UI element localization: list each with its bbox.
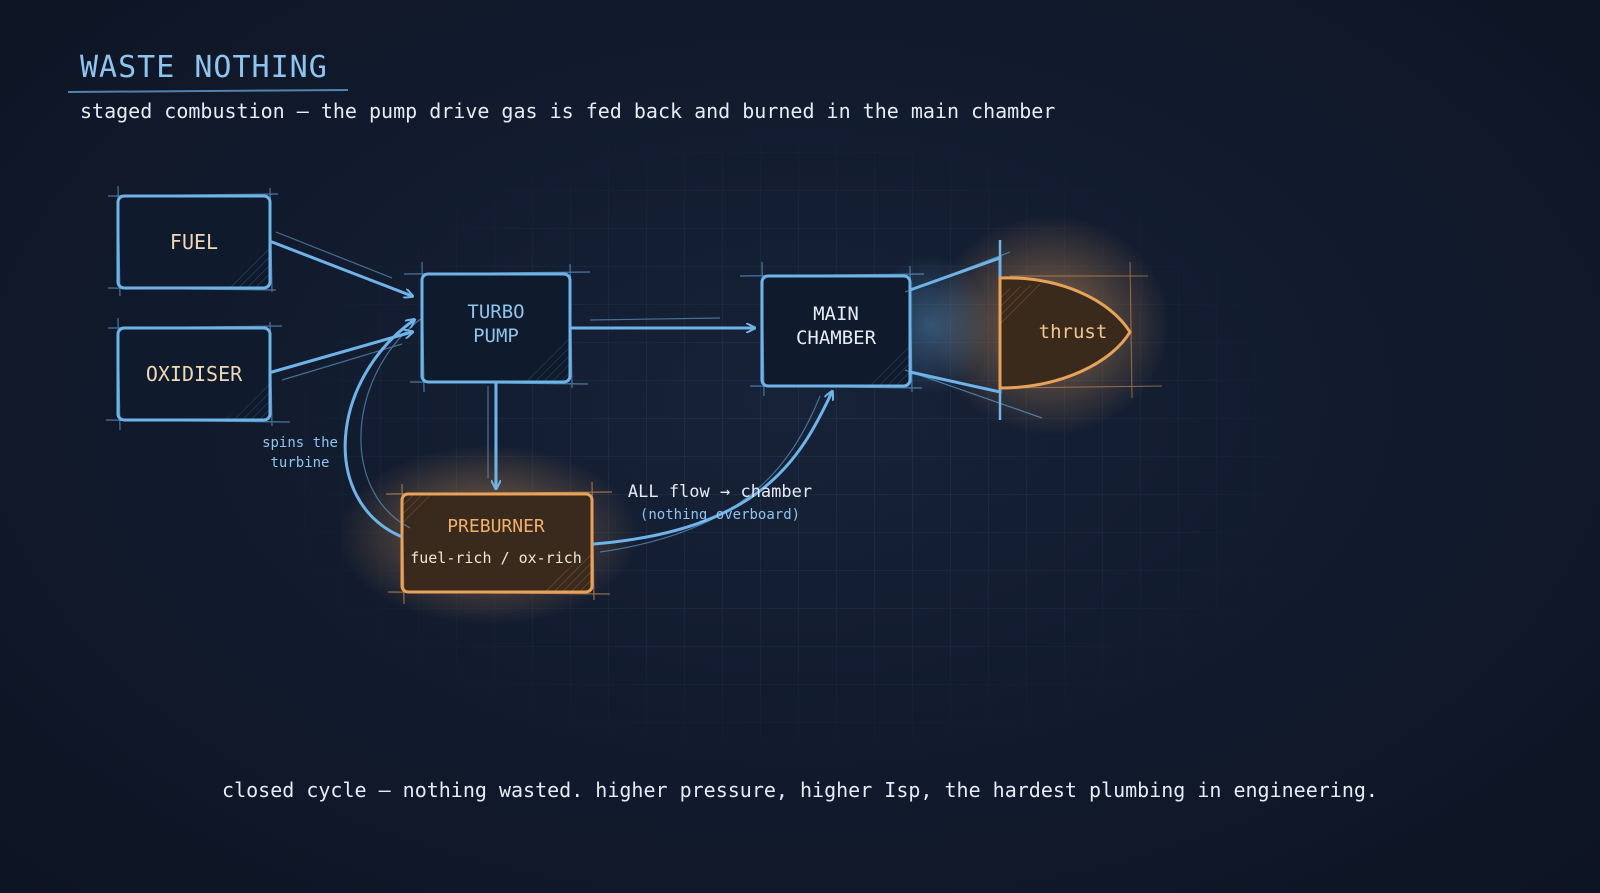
spins-turbine-note-line2: turbine [270,455,329,471]
turbopump-label-line2: PUMP [473,325,519,347]
preburner-sublabel: fuel-rich / ox-rich [410,549,582,567]
flow-note: ALL flow → chamber [628,482,812,502]
footer-caption: closed cycle — nothing wasted. higher pr… [222,778,1378,802]
fuel-node: FUEL [107,185,279,297]
page-title: WASTE NOTHING [80,50,328,85]
oxidiser-label: OXIDISER [146,362,243,386]
turbopump-node: TURBO PUMP [403,261,591,393]
main-chamber-node: MAIN CHAMBER [739,261,925,397]
fuel-label: FUEL [170,230,218,254]
arrow-fuel-to-pump [270,240,412,296]
flow-subnote: (nothing overboard) [640,507,800,523]
arrow-oxidiser-to-pump [270,332,412,374]
arrow-preburner-to-chamber [592,392,832,546]
blueprint-grid [300,140,1280,740]
chamber-label-line1: MAIN [813,303,859,325]
arrow-preburner-spins-turbine [343,320,414,538]
chamber-label-line2: CHAMBER [796,327,877,349]
preburner-node: PREBURNER fuel-rich / ox-rich [385,481,613,605]
turbopump-label-line1: TURBO [467,301,524,323]
thrust-plume: thrust [998,261,1163,399]
spins-turbine-note-line1: spins the [262,435,338,451]
page-subtitle: staged combustion — the pump drive gas i… [80,99,1056,123]
oxidiser-node: OXIDISER [105,317,291,431]
preburner-label: PREBURNER [447,516,545,537]
thrust-label: thrust [1039,321,1108,343]
